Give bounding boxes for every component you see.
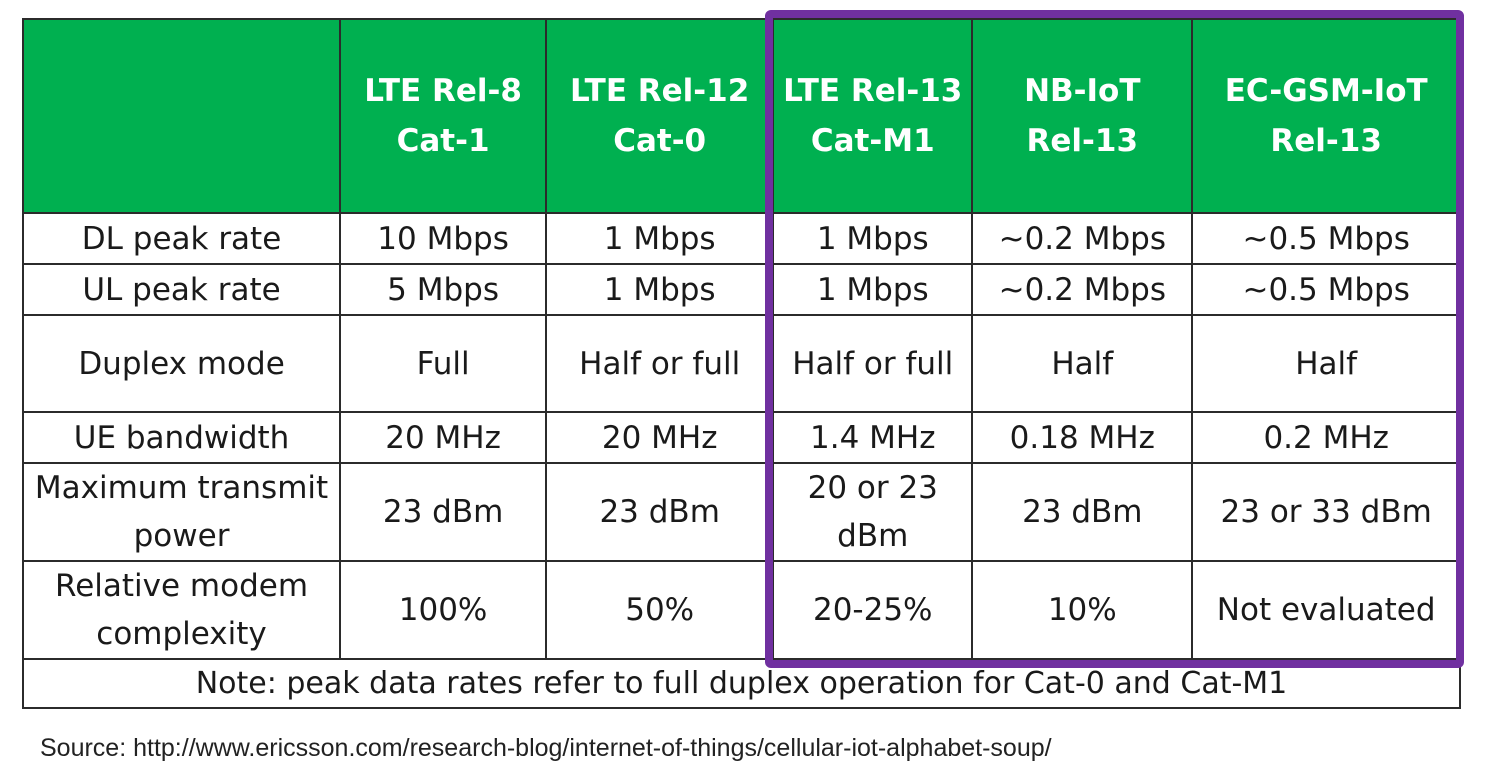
row-dl-peak-rate: DL peak rate 10 Mbps 1 Mbps 1 Mbps ~0.2 … (21, 212, 1461, 265)
header-line: LTE Rel-12 (570, 73, 750, 109)
header-line: Cat-M1 (810, 123, 935, 159)
table-cell: 20 or 23 dBm (772, 462, 974, 562)
row-label: Maximum transmit power (21, 462, 342, 562)
header-nb-iot-rel13: NB-IoT Rel-13 (971, 18, 1194, 214)
table-cell: 1 Mbps (545, 212, 775, 265)
table-cell: 5 Mbps (339, 263, 548, 316)
table-cell: 0.2 MHz (1191, 411, 1461, 464)
row-label: Relative modem complexity (21, 560, 342, 660)
table-cell: ~0.2 Mbps (971, 263, 1194, 316)
table-cell: Full (339, 314, 548, 413)
table-cell: 10% (971, 560, 1194, 660)
table-cell: 50% (545, 560, 775, 660)
header-lte-rel8-cat1: LTE Rel-8 Cat-1 (339, 18, 548, 214)
header-line: EC-GSM-IoT (1224, 73, 1428, 109)
table-cell: Not evaluated (1191, 560, 1461, 660)
table-cell: 0.18 MHz (971, 411, 1194, 464)
header-line: LTE Rel-8 (364, 73, 522, 109)
row-label: UE bandwidth (21, 411, 342, 464)
table-cell: Half or full (545, 314, 775, 413)
table-cell: 20 MHz (339, 411, 548, 464)
header-lte-rel13-catm1: LTE Rel-13 Cat-M1 (772, 18, 974, 214)
table-cell: Half (971, 314, 1194, 413)
header-line: Cat-1 (396, 123, 490, 159)
header-ec-gsm-iot-rel13: EC-GSM-IoT Rel-13 (1191, 18, 1461, 214)
row-label: DL peak rate (21, 212, 342, 265)
table-cell: 10 Mbps (339, 212, 548, 265)
table-cell: ~0.5 Mbps (1191, 263, 1461, 316)
table-cell: 23 dBm (545, 462, 775, 562)
row-max-transmit-power: Maximum transmit power 23 dBm 23 dBm 20 … (21, 462, 1461, 562)
table-cell: ~0.2 Mbps (971, 212, 1194, 265)
table-cell: Half (1191, 314, 1461, 413)
table-cell: 20 MHz (545, 411, 775, 464)
note-row: Note: peak data rates refer to full dupl… (22, 658, 1461, 709)
header-row: LTE Rel-8 Cat-1 LTE Rel-12 Cat-0 LTE Rel… (21, 18, 1461, 214)
table-cell: Half or full (772, 314, 974, 413)
row-duplex-mode: Duplex mode Full Half or full Half or fu… (21, 314, 1461, 413)
header-line: Rel-13 (1270, 123, 1382, 159)
header-line: NB-IoT (1024, 73, 1141, 109)
table-cell: 1 Mbps (772, 212, 974, 265)
table-cell: 23 dBm (339, 462, 548, 562)
table-cell: 1 Mbps (772, 263, 974, 316)
table-cell: 20-25% (772, 560, 974, 660)
comparison-table: LTE Rel-8 Cat-1 LTE Rel-12 Cat-0 LTE Rel… (21, 18, 1461, 709)
header-corner-cell (21, 18, 342, 214)
header-line: Cat-0 (613, 123, 707, 159)
header-lte-rel12-cat0: LTE Rel-12 Cat-0 (545, 18, 775, 214)
table-cell: 23 dBm (971, 462, 1194, 562)
table-cell: 1.4 MHz (772, 411, 974, 464)
table-note: Note: peak data rates refer to full dupl… (22, 658, 1461, 709)
source-citation: Source: http://www.ericsson.com/research… (40, 734, 1052, 762)
table-cell: 100% (339, 560, 548, 660)
table-cell: ~0.5 Mbps (1191, 212, 1461, 265)
row-label: UL peak rate (21, 263, 342, 316)
row-ue-bandwidth: UE bandwidth 20 MHz 20 MHz 1.4 MHz 0.18 … (21, 411, 1461, 464)
header-line: Rel-13 (1026, 123, 1139, 159)
table-cell: 1 Mbps (545, 263, 775, 316)
row-label: Duplex mode (21, 314, 342, 413)
row-relative-modem-complexity: Relative modem complexity 100% 50% 20-25… (21, 560, 1461, 660)
table-cell: 23 or 33 dBm (1191, 462, 1461, 562)
header-line: LTE Rel-13 (783, 73, 963, 109)
row-ul-peak-rate: UL peak rate 5 Mbps 1 Mbps 1 Mbps ~0.2 M… (21, 263, 1461, 316)
